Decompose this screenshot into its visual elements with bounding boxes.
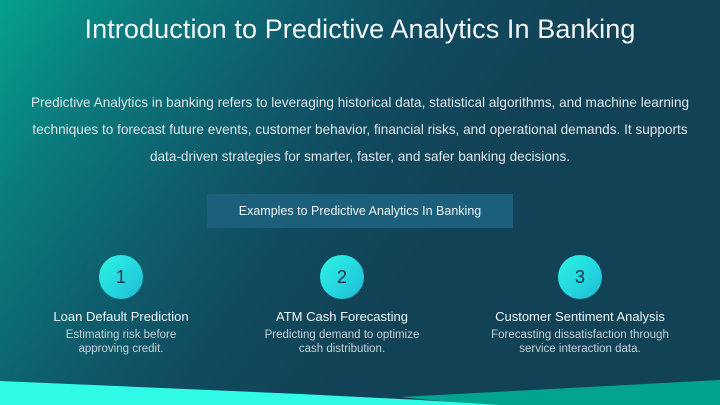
slide-title: Introduction to Predictive Analytics In …: [84, 14, 636, 44]
number-badge-3: 3: [558, 255, 602, 299]
card-description: Estimating risk before approving credit.: [65, 329, 177, 355]
badge-number: 3: [574, 266, 585, 287]
card-title: ATM Cash Forecasting: [276, 309, 408, 324]
badge-number: 2: [336, 266, 347, 287]
card-title: Loan Default Prediction: [53, 309, 189, 324]
badge-number: 1: [115, 266, 126, 287]
example-card-3: 3 Customer Sentiment Analysis Forecastin…: [470, 255, 690, 356]
examples-banner-label: Examples to Predictive Analytics In Bank…: [238, 204, 482, 218]
number-badge-2: 2: [320, 255, 364, 299]
cyan-wave: [0, 381, 500, 405]
examples-banner: Examples to Predictive Analytics In Bank…: [207, 194, 513, 228]
example-card-2: 2 ATM Cash Forecasting Predicting demand…: [232, 255, 452, 356]
card-title: Customer Sentiment Analysis: [495, 309, 665, 324]
intro-paragraph: Predictive Analytics in banking refers t…: [30, 95, 690, 164]
number-badge-1: 1: [99, 255, 143, 299]
teal-wave: [400, 380, 720, 405]
example-card-1: 1 Loan Default Prediction Estimating ris…: [11, 255, 231, 356]
card-description: Forecasting dissatisfaction through serv…: [491, 329, 669, 355]
card-description: Predicting demand to optimize cash distr…: [264, 329, 420, 355]
